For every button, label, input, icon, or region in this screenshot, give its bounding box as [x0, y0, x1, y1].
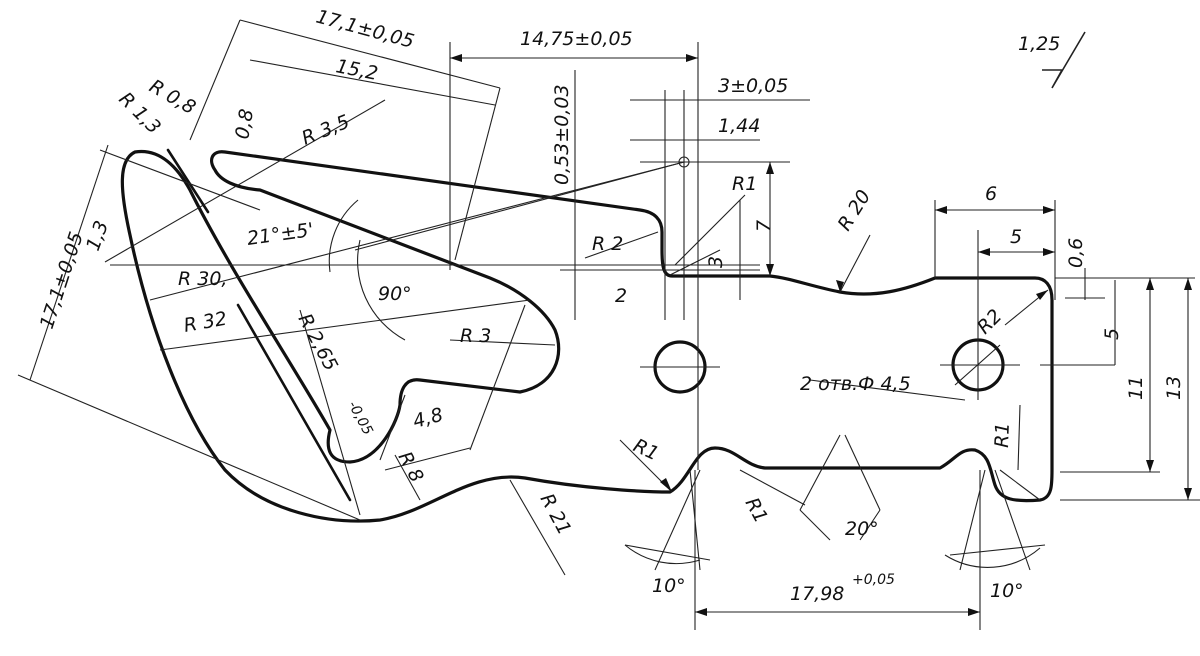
dim-13: 13 — [1163, 376, 1185, 400]
dim-2-65: R 2,65 — [294, 310, 342, 375]
angle-90: 90° — [378, 283, 412, 305]
part-outline — [120, 149, 1054, 523]
radius-20: R 20 — [834, 186, 876, 234]
radius-2-left-slot: R 2 — [592, 233, 623, 255]
dim-0-8: 0,8 — [231, 107, 258, 141]
dim-17-1-top: 17,1±0,05 — [314, 6, 417, 53]
radius-1-left-slot: R1 — [732, 173, 757, 195]
radius-3: R 3 — [460, 325, 491, 347]
radius-1-bottom-mid: R1 — [741, 494, 772, 527]
dim-3-tol: 3±0,05 — [718, 75, 788, 97]
dimension-lines — [17, 19, 1200, 630]
dim-4-8: 4,8 — [411, 404, 446, 433]
dim-1-3: 1,3 — [82, 218, 113, 254]
angle-texts: 21°±5' 90° 10° 10° 20° — [246, 199, 1041, 602]
dim-7: 7 — [753, 220, 775, 232]
dim-6: 6 — [985, 183, 997, 205]
dim-15-2: 15,2 — [334, 55, 380, 85]
radius-32: R 32 — [182, 308, 229, 337]
surface-finish-symbol: 1,25 — [1018, 31, 1086, 89]
angle-10-left: 10° — [652, 575, 686, 597]
dim-14-75: 14,75±0,05 — [520, 28, 633, 50]
slot-left-edge — [236, 303, 352, 502]
radius-21: R 21 — [536, 490, 576, 539]
dim-17-1-left: 17,1±0,05 — [36, 229, 88, 331]
dim-2: 2 — [615, 285, 627, 307]
radius-1-right: R1 — [991, 422, 1014, 448]
part-geometry — [120, 148, 1054, 523]
radius-8: R 8 — [394, 448, 428, 486]
dim-17-98: 17,98 — [790, 583, 844, 605]
angle-10-right: 10° — [990, 580, 1024, 602]
dim-0-53: 0,53±0,03 — [551, 84, 573, 185]
leader-lines — [394, 194, 1049, 576]
dim-17-98-tolerance: +0,05 — [852, 572, 895, 588]
dim-5-top: 5 — [1010, 226, 1022, 248]
dim-3: 3 — [705, 256, 727, 268]
holes-note: 2 отв.Ф 4,5 — [800, 373, 911, 395]
dim-11: 11 — [1125, 376, 1147, 400]
radius-30: R 30, — [178, 268, 227, 290]
radius-1-bottom-left: R1 — [630, 435, 662, 466]
angle-20: 20° — [845, 518, 879, 540]
surface-finish-value: 1,25 — [1018, 33, 1060, 55]
slot-notch — [166, 148, 210, 214]
dim-2-65-tolerance: -0,05 — [344, 398, 375, 438]
dim-5-right: 5 — [1101, 328, 1123, 340]
dim-1-44: 1,44 — [718, 115, 760, 137]
angle-21: 21°±5' — [246, 219, 315, 250]
radius-3-5: R 3,5 — [299, 111, 353, 150]
dim-0-6: 0,6 — [1065, 238, 1087, 268]
arrowheads — [450, 54, 1192, 616]
